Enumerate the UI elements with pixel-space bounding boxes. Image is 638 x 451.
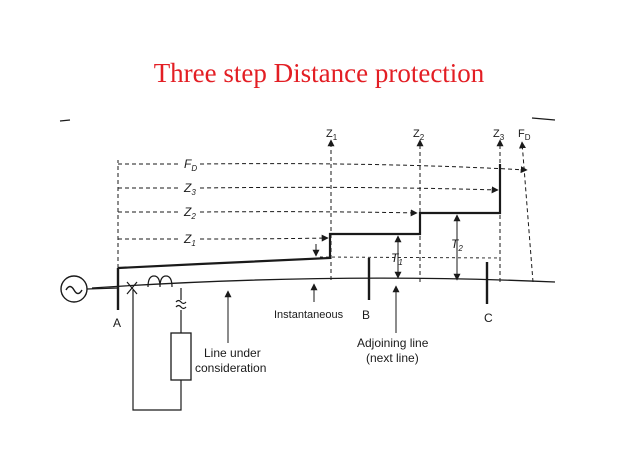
top-z2-label: Z2 [413,128,425,142]
line-under-label-1: Line under [204,346,261,360]
zone-boundary-lines [117,139,534,283]
instantaneous-label: Instantaneous [274,309,344,321]
top-z1-label: Z1 [326,128,338,142]
zone-z1-label: Z1 [183,232,196,248]
frame-top-left [59,119,71,122]
relay-wiring [132,290,182,411]
current-transformer-icon [147,275,173,288]
zone-z2-label: Z2 [183,205,196,221]
top-z3-label: Z3 [493,128,505,142]
bus-c-label: C [484,311,493,325]
zone-fd-label: FD [184,157,197,173]
t2-label: T2 [451,237,463,253]
t1-label: T1 [391,251,403,267]
relay-box [170,332,192,381]
zone-reach-arrows [118,163,528,242]
potential-transformer-icon [175,288,187,333]
frame-top-right [531,117,556,121]
adjoining-label-2: (next line) [366,351,419,365]
transmission-line [91,277,556,289]
bus-a-label: A [113,316,121,330]
zone-z3-label: Z3 [183,181,196,197]
top-fd-label: FD [518,128,531,142]
level-guides [319,256,501,259]
adjoining-label-1: Adjoining line [357,336,429,350]
slide-title: Three step Distance protection [153,58,485,88]
step-characteristic [117,164,502,270]
line-under-label-2: consideration [195,361,266,375]
circuit-breaker-icon [126,281,138,295]
source-symbol [60,275,119,303]
bus-b-label: B [362,308,370,322]
